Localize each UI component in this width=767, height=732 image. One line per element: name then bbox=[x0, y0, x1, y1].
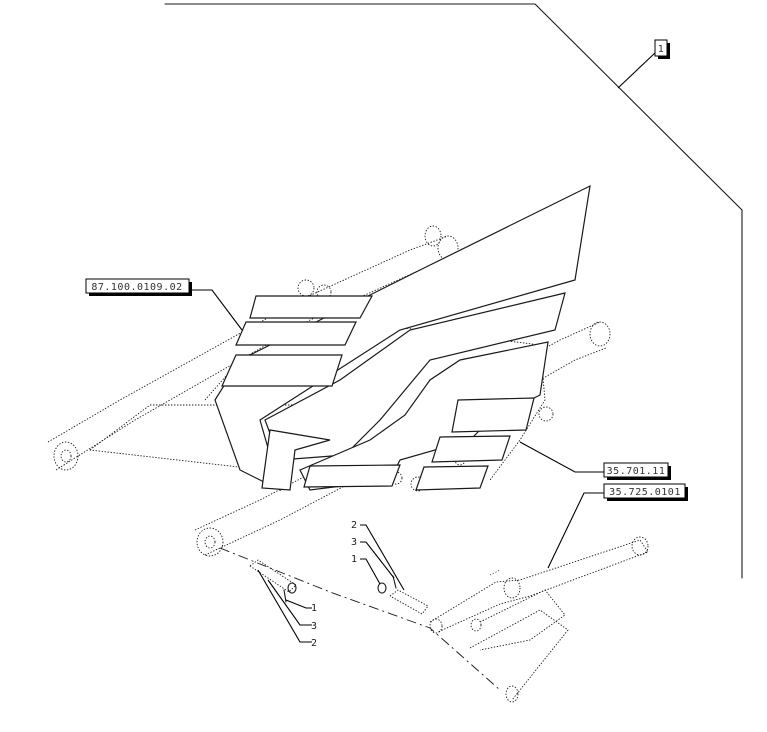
item-number-right-3: 3 bbox=[351, 537, 357, 548]
item-number-left-2: 2 bbox=[311, 638, 317, 649]
decal-set bbox=[214, 184, 591, 492]
ref-tag-cylinder-hose-label: 35.725.0101 bbox=[609, 487, 681, 498]
item-number-right-1: 1 bbox=[351, 554, 357, 565]
left-pin-assembly bbox=[249, 559, 297, 603]
item-number-left-1: 1 bbox=[311, 603, 317, 614]
right-pin-leaders bbox=[360, 524, 405, 591]
right-pin-assembly bbox=[377, 575, 429, 615]
ref-tag-decals[interactable]: 87.100.0109.02 bbox=[85, 278, 243, 331]
main-item-tag-label: 1 bbox=[658, 44, 665, 55]
assembly-boundary bbox=[164, 3, 743, 579]
item-number-right-2: 2 bbox=[351, 520, 357, 531]
centre-line bbox=[219, 547, 501, 691]
left-pin-leaders bbox=[257, 569, 312, 643]
ref-tag-cylinder-hose[interactable]: 35.725.0101 bbox=[547, 483, 688, 569]
ref-tag-decals-label: 87.100.0109.02 bbox=[91, 282, 182, 293]
ref-tag-cylinder-label: 35.701.11 bbox=[607, 466, 666, 477]
item-number-left-3: 3 bbox=[311, 621, 317, 632]
hydraulic-cylinder bbox=[429, 536, 649, 703]
main-item-tag[interactable]: 1 bbox=[617, 39, 670, 89]
ref-tag-cylinder[interactable]: 35.701.11 bbox=[519, 441, 671, 480]
